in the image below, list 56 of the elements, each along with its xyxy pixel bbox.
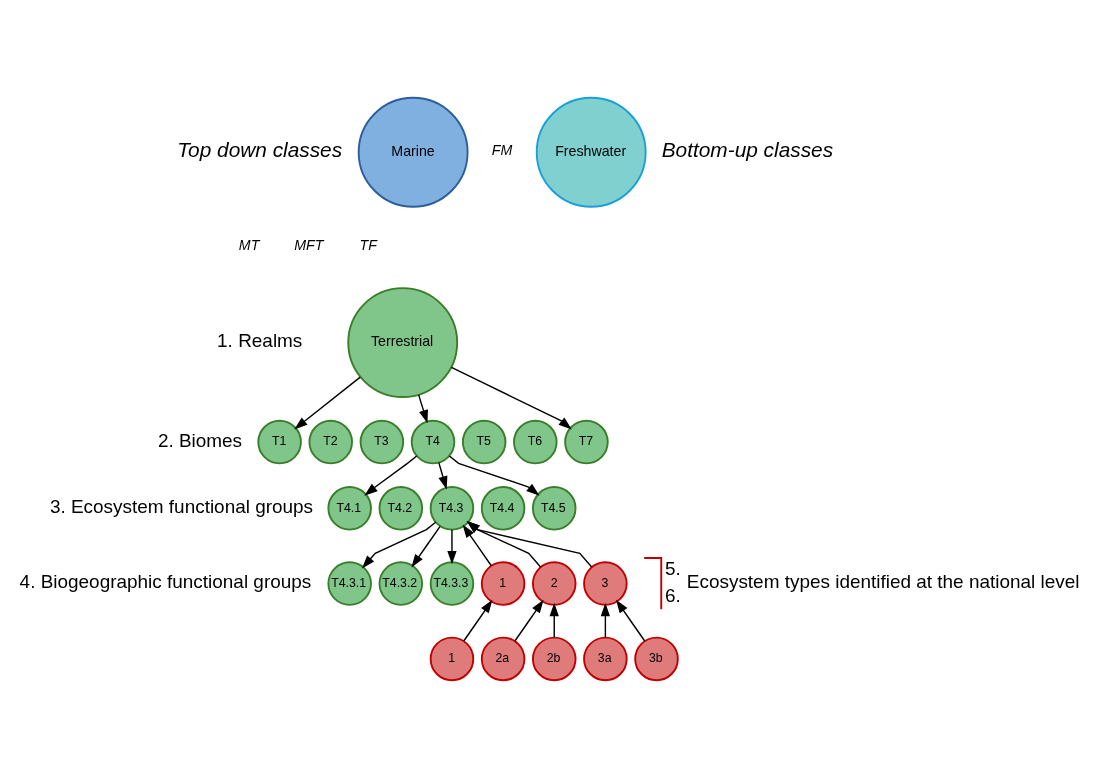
arrow	[549, 602, 559, 639]
arrow	[466, 520, 542, 568]
node-circle: T4.2	[378, 486, 424, 531]
node-circle: 2a	[480, 636, 526, 682]
label: 4. Biogeographic functional groups	[19, 571, 312, 593]
node-circle: T4.4	[480, 486, 526, 531]
arrow	[417, 394, 428, 424]
label: Top down classes	[177, 137, 343, 161]
node-circle: T1	[257, 419, 302, 465]
label: FM	[491, 141, 513, 158]
node-circle: 2	[532, 561, 577, 606]
label: TF	[359, 236, 377, 253]
node-circle: T6	[513, 419, 558, 465]
arrow	[364, 455, 418, 496]
node-circle: 3	[583, 561, 628, 606]
label: MT	[238, 236, 260, 253]
arrow	[466, 520, 593, 568]
label: Ecosystem types identified at the national level	[686, 571, 1080, 593]
node-circle: T4	[410, 419, 456, 465]
label: Bottom-up classes	[661, 137, 834, 161]
node-circle: T2	[308, 419, 353, 465]
node-circle: 1	[429, 636, 475, 682]
node-circle: T3	[359, 419, 405, 465]
arrow	[600, 602, 611, 639]
node-circle: Freshwater	[535, 96, 647, 208]
label: MFT	[294, 236, 324, 253]
node-circle: T4.3.3	[429, 561, 475, 606]
node-circle: Marine	[357, 96, 469, 208]
arrow	[450, 366, 572, 430]
label: 6.	[665, 584, 681, 606]
label: 2. Biomes	[157, 429, 243, 451]
node-circle: T4.5	[532, 486, 577, 531]
node-circle: T4.1	[327, 486, 372, 531]
arrow	[447, 529, 457, 565]
node-circle: 3b	[634, 636, 679, 682]
arrow	[514, 599, 544, 642]
node-circle: Terrestrial	[347, 287, 459, 398]
node-circle: T4.3	[429, 486, 475, 531]
node-circle: 3a	[583, 636, 628, 682]
node-circle: T7	[564, 419, 609, 465]
node-circle: T4.3.1	[327, 561, 372, 606]
label: 1. Realms	[217, 330, 303, 352]
node-circle: T4.3.2	[378, 561, 424, 606]
arrow	[463, 599, 493, 642]
arrow	[438, 461, 448, 490]
node-circle: 2b	[532, 636, 577, 682]
node-circle: T5	[461, 419, 507, 465]
arrow	[448, 455, 540, 496]
arrow	[462, 524, 492, 567]
label: 5.	[665, 558, 681, 580]
arrow	[361, 521, 437, 569]
node-circle: 1	[480, 561, 526, 606]
label: 3. Ecosystem functional groups	[49, 496, 314, 518]
arrow	[616, 599, 646, 642]
arrow	[294, 376, 361, 430]
arrow	[411, 525, 441, 568]
